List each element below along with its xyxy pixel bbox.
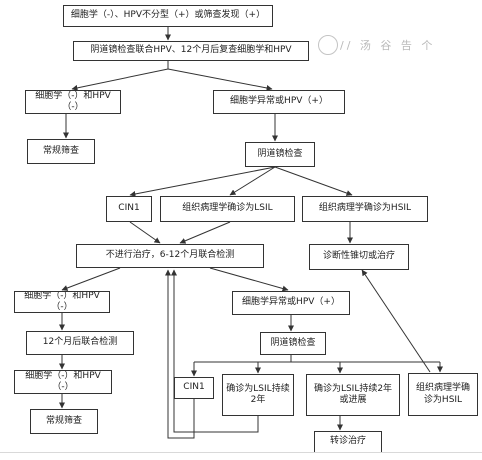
node-cin1: CIN1 <box>106 196 152 222</box>
circle-logo-icon <box>318 35 338 55</box>
node-colposcopy: 阴道镜检查 <box>245 142 315 167</box>
node-colposcopy-followup: 阴道镜检查联合HPV、12个月后复查细胞学和HPV <box>73 41 309 61</box>
connector <box>179 221 231 244</box>
node-colposcopy-2: 阴道镜检查 <box>260 332 326 355</box>
connector <box>209 267 289 292</box>
watermark-text: // 汤 谷 告 个 <box>340 39 436 52</box>
node-no-treatment-monitor: 不进行治疗，6-12个月联合检测 <box>76 244 264 268</box>
node-lsil-2-years: 确诊为LSIL持续2年 <box>222 374 294 416</box>
node-cin1-2: CIN1 <box>174 377 214 399</box>
connector <box>71 68 169 91</box>
connector <box>129 166 276 197</box>
bottom-divider <box>0 452 482 453</box>
connector <box>171 269 259 433</box>
node-abnormal-result: 细胞学异常或HPV（+） <box>213 90 345 114</box>
connector <box>229 166 276 196</box>
node-12-month-cotest: 12个月后联合检测 <box>26 331 134 355</box>
node-lsil-confirmed: 组织病理学确诊为LSIL <box>160 196 295 222</box>
connector <box>274 166 353 196</box>
node-referral-treatment: 转诊治疗 <box>314 431 382 453</box>
node-initial-screening: 细胞学（-）、HPV不分型（+）或筛查发现（+） <box>63 5 273 27</box>
connector <box>129 221 161 244</box>
node-lsil-2-years-or-progress: 确诊为LSIL持续2年或进展 <box>306 374 400 416</box>
node-abnormal-result-2: 细胞学异常或HPV（+） <box>232 291 350 315</box>
connector <box>61 267 121 291</box>
connector <box>165 269 195 439</box>
node-negative-result: 细胞学（-）和HPV（-） <box>25 90 121 114</box>
node-negative-result-3: 细胞学（-）和HPV（-） <box>14 370 112 394</box>
node-conization-or-treatment: 诊断性锥切或治疗 <box>309 244 409 270</box>
node-negative-result-2: 细胞学（-）和HPV（-） <box>14 291 110 313</box>
connector <box>361 269 431 373</box>
node-routine-screening-2: 常规筛查 <box>30 409 98 434</box>
connector <box>167 68 273 91</box>
node-hsil-confirmed: 组织病理学确诊为HSIL <box>302 196 428 222</box>
node-routine-screening: 常规筛查 <box>27 139 95 164</box>
node-hsil-confirmed-2: 组织病理学确诊为HSIL <box>408 373 478 416</box>
